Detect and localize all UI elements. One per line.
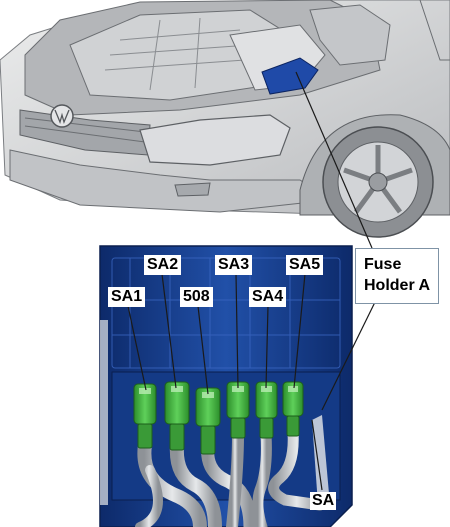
fuse-holder-callout: Fuse Holder A xyxy=(355,248,440,304)
fuse-508 xyxy=(195,387,221,455)
fuse-label-508: 508 xyxy=(180,287,213,307)
car-illustration xyxy=(0,0,450,238)
fuse-label-sa5: SA5 xyxy=(286,255,324,275)
leader-callout-to-car xyxy=(295,71,373,249)
bottom-label-sa: SA xyxy=(310,492,337,510)
leader-sa xyxy=(311,419,323,491)
fuse-sa4 xyxy=(255,381,278,439)
leader-sa2 xyxy=(161,273,177,389)
leader-sa4 xyxy=(265,305,269,389)
fuse-holder-closeup xyxy=(99,245,353,527)
headlight xyxy=(139,114,291,166)
fuse-label-sa2: SA2 xyxy=(144,255,182,275)
fuse-label-sa4: SA4 xyxy=(249,287,287,307)
fuse-label-sa1: SA1 xyxy=(108,287,146,307)
callout-line-1: Fuse xyxy=(364,256,402,273)
fuse-sa1 xyxy=(133,383,157,449)
strut-area xyxy=(309,4,391,66)
leader-sa3 xyxy=(235,273,239,389)
fuse-label-sa3: SA3 xyxy=(215,255,253,275)
fuse-sa5 xyxy=(282,381,304,437)
leader-callout-to-holder xyxy=(321,295,379,411)
fuse-row xyxy=(133,381,304,455)
fuse-sa2 xyxy=(164,381,190,451)
fuse-sa3 xyxy=(226,381,250,439)
leader-sa5 xyxy=(293,273,306,389)
callout-line-2: Holder A xyxy=(364,276,431,294)
leader-lines xyxy=(127,71,379,491)
fuse-holder-location xyxy=(261,57,319,95)
leader-508 xyxy=(197,305,209,395)
cable-bundle xyxy=(135,426,326,527)
leader-sa1 xyxy=(127,305,147,391)
